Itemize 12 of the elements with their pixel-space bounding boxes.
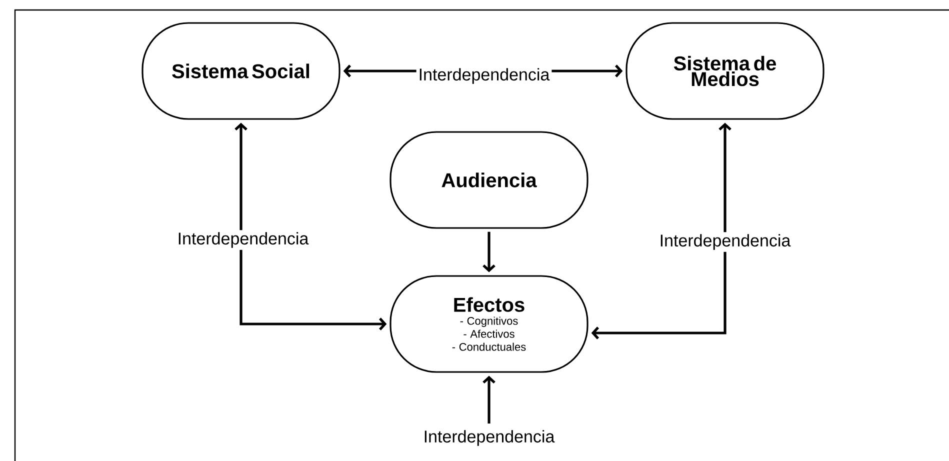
edge-label: Interdependencia [175,230,311,250]
rounded-box: Sistema de Medios [626,22,824,120]
rounded-box: Audiencia [390,131,588,229]
edge-label: Interdependencia [657,232,793,252]
arrow [234,122,387,330]
text-label: Interdependencia [424,430,555,446]
arrow [482,376,496,424]
rounded-box: Sistema Social [142,22,340,120]
arrow [591,122,732,340]
edge-label: Interdependencia [416,66,552,86]
arrow [482,232,496,272]
rounded-box: Efectos - Cognitivos - Afectivos - Conductuales [390,275,588,373]
